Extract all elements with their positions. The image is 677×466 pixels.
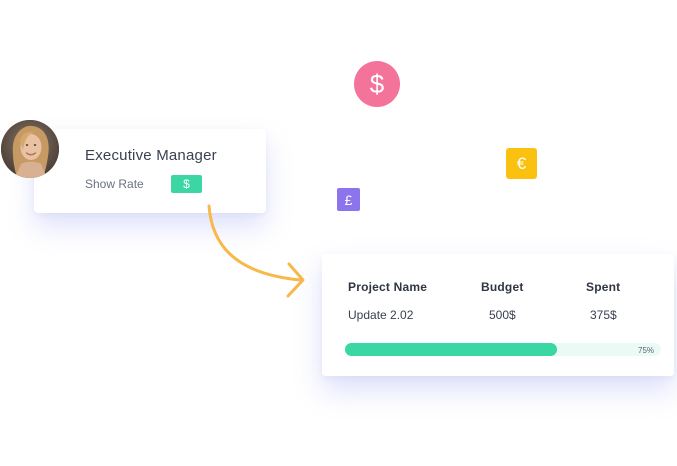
rate-button-symbol: $ bbox=[183, 177, 190, 191]
show-rate-button[interactable]: $ bbox=[171, 175, 202, 193]
pound-icon: £ bbox=[337, 188, 360, 211]
pound-symbol: £ bbox=[344, 191, 353, 208]
row-spent: 375$ bbox=[590, 308, 617, 322]
dollar-symbol: $ bbox=[369, 69, 385, 99]
manager-title: Executive Manager bbox=[85, 147, 217, 164]
euro-icon: € bbox=[506, 148, 537, 179]
show-rate-label: Show Rate bbox=[85, 177, 144, 191]
header-project-name: Project Name bbox=[348, 280, 428, 294]
row-budget: 500$ bbox=[489, 308, 516, 322]
progress-track bbox=[345, 343, 661, 356]
row-project-name: Update 2.02 bbox=[348, 308, 414, 322]
manager-card: Executive Manager Show Rate $ bbox=[34, 129, 266, 213]
project-card: Project Name Budget Spent Update 2.02 50… bbox=[322, 254, 674, 376]
euro-symbol: € bbox=[516, 153, 527, 173]
curved-arrow-icon bbox=[207, 204, 305, 298]
header-spent: Spent bbox=[586, 280, 621, 294]
header-budget: Budget bbox=[481, 280, 524, 294]
person-avatar-icon bbox=[1, 120, 59, 178]
avatar bbox=[1, 120, 59, 178]
progress-label: 75% bbox=[638, 346, 655, 355]
progress-fill bbox=[345, 343, 557, 356]
dollar-icon: $ bbox=[354, 61, 400, 107]
